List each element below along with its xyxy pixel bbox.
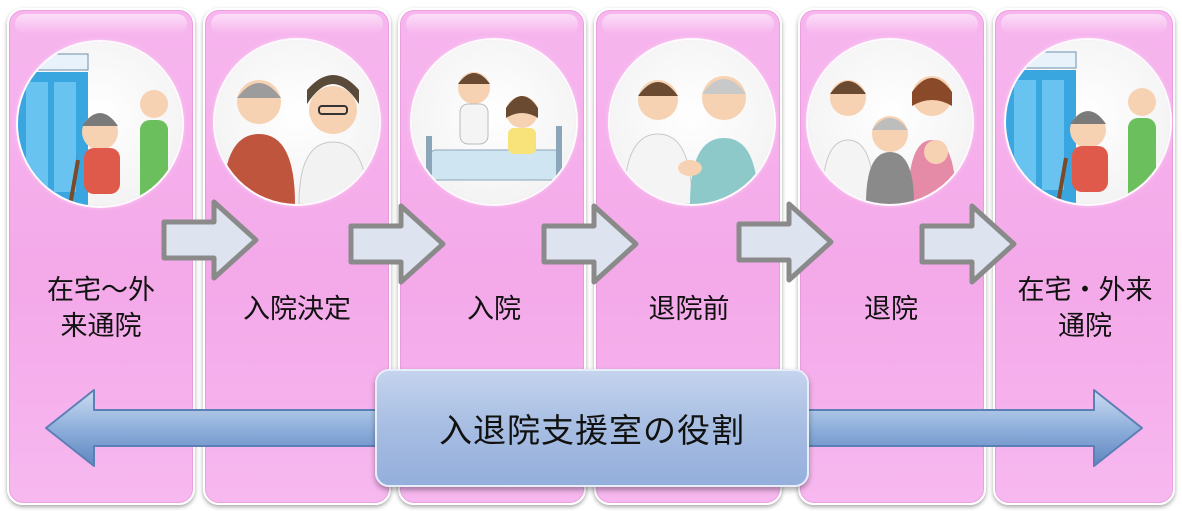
stage-label-line: 退院 — [864, 294, 918, 325]
elderly-outpatient-icon — [18, 42, 182, 206]
stage-label-line: 来通院 — [60, 311, 142, 342]
stage-label: 退院前 — [604, 292, 774, 328]
stage-label: 退院 — [806, 292, 976, 328]
right-arrow-icon — [736, 201, 834, 283]
stage-label-line: 退院前 — [648, 294, 730, 325]
stage-label: 在宅・外来 通院 — [1000, 273, 1170, 345]
stage-label-line: 通院 — [1058, 311, 1112, 342]
right-arrow-icon — [541, 203, 639, 285]
family-group-icon — [808, 40, 972, 204]
stage-label: 在宅～外 来通院 — [16, 273, 186, 345]
stage-label: 入院決定 — [212, 292, 382, 328]
stage-label-line: 在宅・外来 — [1017, 275, 1153, 306]
nurse-patient-icon — [610, 40, 774, 204]
elderly-outpatient-icon — [1006, 40, 1170, 204]
stage-label: 入院 — [409, 292, 579, 328]
role-label: 入退院支援室の役割 — [439, 411, 745, 450]
right-arrow-icon — [348, 203, 446, 285]
consultation-icon — [215, 40, 379, 204]
hospital-bed-icon — [412, 40, 576, 204]
stage-label-line: 入院 — [467, 294, 521, 325]
right-arrow-icon — [161, 199, 259, 281]
stage-label-line: 在宅～外 — [47, 275, 155, 306]
role-box: 入退院支援室の役割 — [375, 369, 809, 487]
right-arrow-icon — [919, 203, 1017, 285]
stage-label-line: 入院決定 — [243, 294, 351, 325]
